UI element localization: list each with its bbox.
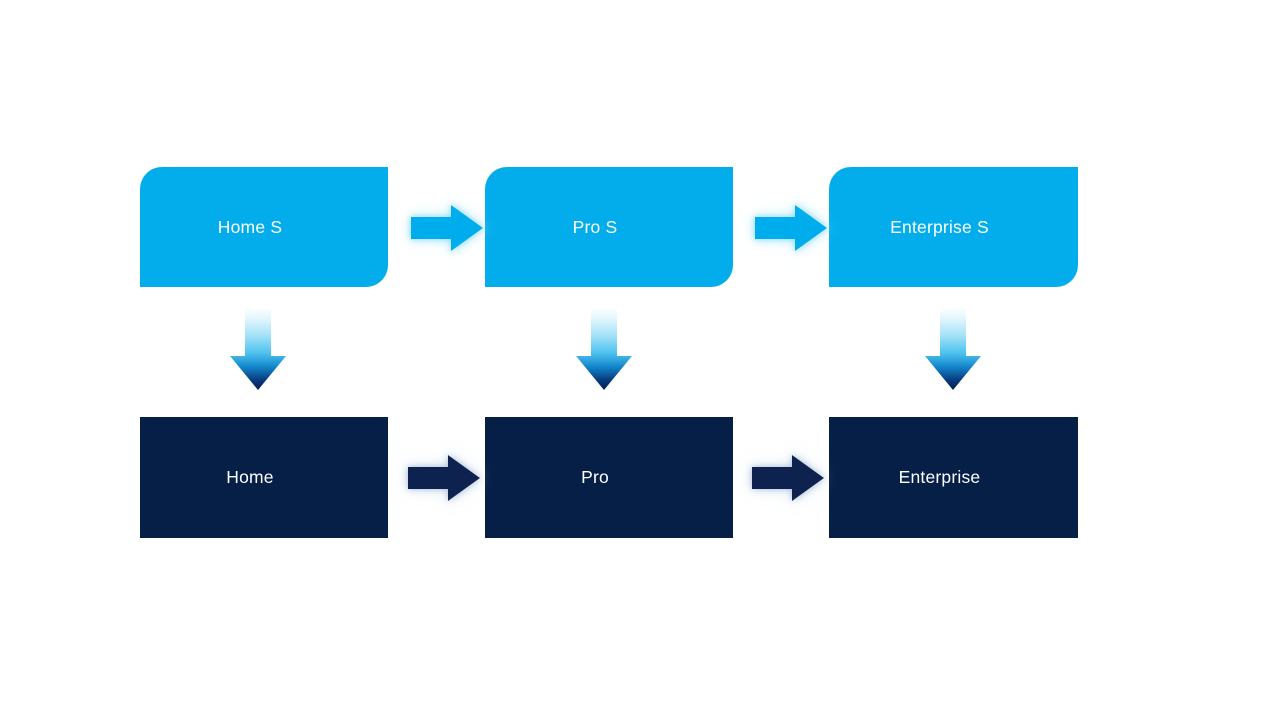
arrow-home-to-pro xyxy=(404,450,484,506)
arrow-pro-s-to-pro xyxy=(575,307,633,391)
arrow-pro-s-to-enterprise-s xyxy=(751,200,831,256)
node-enterprise-s[interactable]: Enterprise S xyxy=(829,167,1078,287)
node-home[interactable]: Home xyxy=(140,417,388,538)
node-home-s-label: Home S xyxy=(217,216,283,237)
arrow-pro-to-enterprise xyxy=(748,450,828,506)
node-home-label: Home xyxy=(226,467,274,487)
arrow-home-s-to-home xyxy=(229,307,287,391)
arrow-enterprise-s-to-enterprise xyxy=(924,307,982,391)
node-enterprise-s-label: Enterprise S xyxy=(890,216,989,237)
node-pro-label: Pro xyxy=(581,467,609,487)
node-enterprise[interactable]: Enterprise xyxy=(829,417,1078,538)
node-pro[interactable]: Pro xyxy=(485,417,733,538)
arrow-home-s-to-pro-s xyxy=(407,200,487,256)
node-home-s[interactable]: Home S xyxy=(140,167,388,287)
node-pro-s-label: Pro S xyxy=(572,216,618,237)
node-enterprise-label: Enterprise xyxy=(898,467,981,487)
node-pro-s[interactable]: Pro S xyxy=(485,167,733,287)
